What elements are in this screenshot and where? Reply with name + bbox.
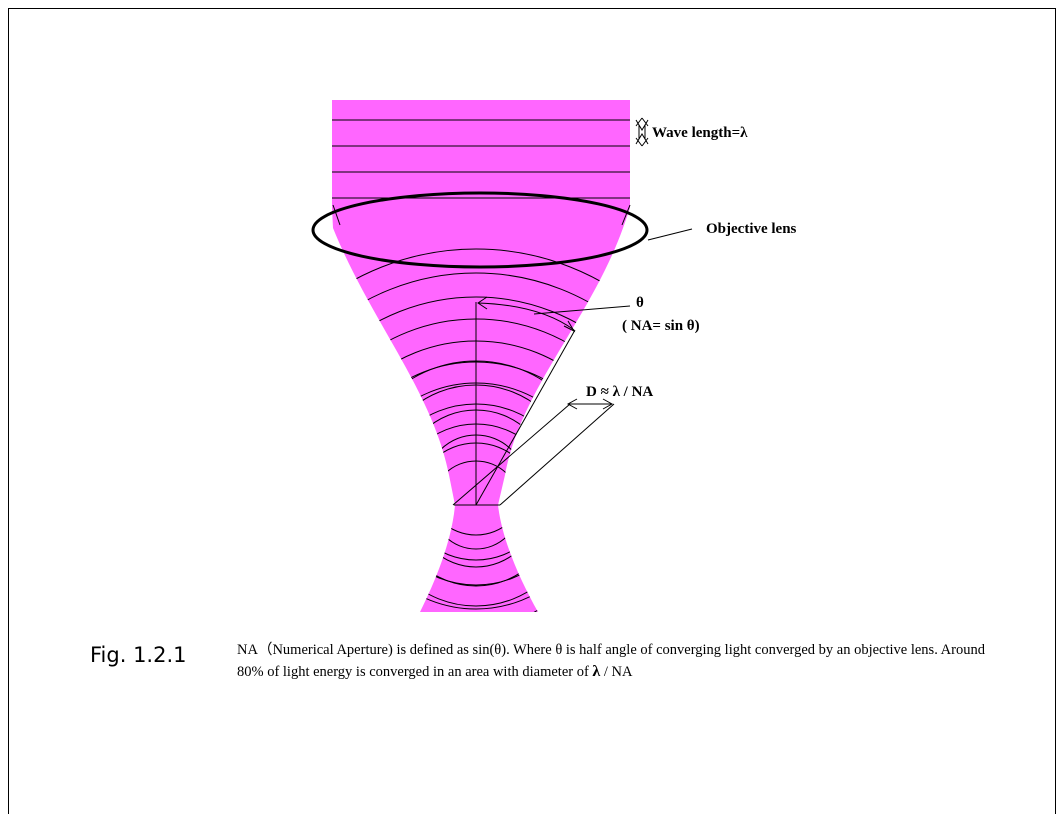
light-beam: [332, 100, 630, 612]
figure-number: Fig. 1.2.1: [90, 643, 187, 667]
spot-size-arrow-right: [602, 398, 614, 410]
spot-size-line-1: [452, 403, 571, 506]
theta-angle-arc: [477, 302, 575, 331]
theta-arrow-left: [477, 296, 488, 310]
converging-wavefront-3: [332, 296, 630, 612]
wavelength-double-arrow: [635, 117, 649, 147]
lens-leader-line: [647, 228, 693, 241]
spot-size-line-2: [499, 403, 615, 506]
caption-main-text: NA（Numerical Aperture) is defined as sin…: [237, 642, 985, 680]
spot-size-arrow-left: [566, 398, 578, 410]
na-formula-label: ( NA= sin θ): [622, 318, 700, 334]
theta-arrow-right: [563, 320, 576, 333]
cone-edge-line: [475, 329, 576, 506]
converging-wavefront-2: [332, 272, 630, 612]
figure-caption: NA（Numerical Aperture) is defined as sin…: [237, 640, 997, 683]
lens-edge-left: [332, 204, 341, 226]
caption-tail-text: / NA: [600, 664, 633, 680]
theta-leader-line: [533, 305, 631, 315]
caption-lambda-symbol: λ: [592, 663, 601, 680]
lens-edge-right: [621, 204, 631, 226]
theta-label: θ: [636, 295, 644, 311]
spot-size-label: D ≈ λ / NA: [586, 384, 653, 400]
objective-lens-label: Objective lens: [706, 221, 797, 237]
wavelength-label: Wave length=λ: [652, 125, 748, 141]
objective-lens-ellipse: [311, 191, 649, 269]
converging-wavefront-1: [332, 248, 630, 612]
